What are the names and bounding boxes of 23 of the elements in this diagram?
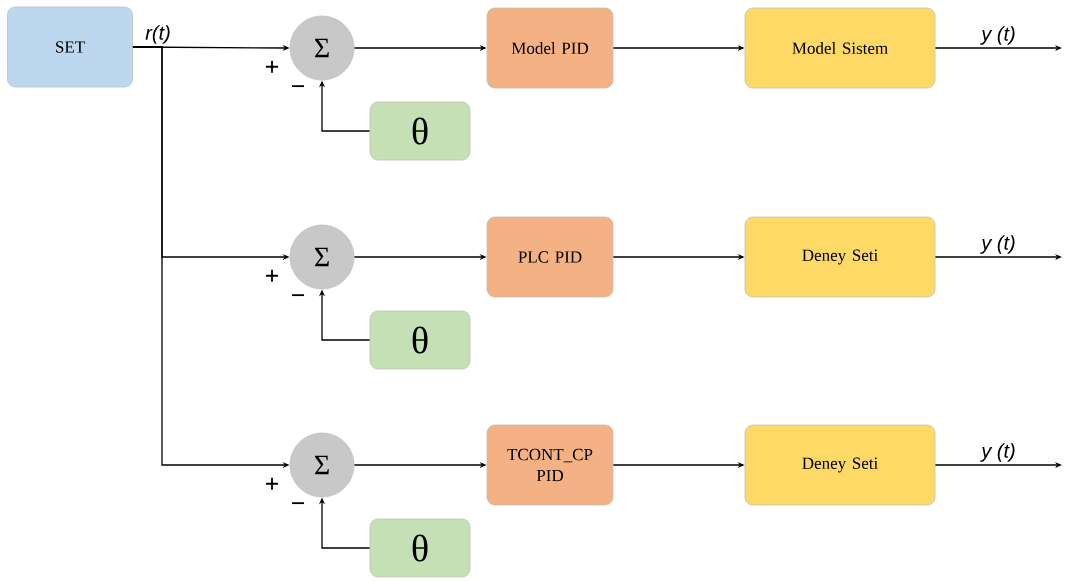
controller-box: TCONT_CP PID bbox=[486, 424, 614, 506]
parameter-box: θ bbox=[369, 518, 471, 578]
sign-label: − bbox=[291, 502, 305, 505]
sign-label: + bbox=[265, 269, 279, 282]
sign-label: − bbox=[291, 294, 305, 297]
edge-label: y (t) bbox=[980, 442, 1017, 463]
controller-box: Model PID bbox=[486, 7, 614, 89]
sign-label: − bbox=[291, 85, 305, 88]
plant-box: Model Sistem bbox=[744, 7, 936, 89]
parameter-box: θ bbox=[369, 101, 471, 161]
edge-label: y (t) bbox=[980, 234, 1017, 255]
summing-junction: Σ bbox=[289, 432, 355, 498]
sign-label: + bbox=[265, 477, 279, 490]
edge-label: r(t) bbox=[144, 24, 172, 45]
plant-box: Deney Seti bbox=[744, 216, 936, 298]
summing-junction: Σ bbox=[289, 224, 355, 290]
sign-label: + bbox=[265, 60, 279, 73]
plant-box: Deney Seti bbox=[744, 424, 936, 506]
controller-box: PLC PID bbox=[486, 216, 614, 298]
summing-junction: Σ bbox=[289, 15, 355, 81]
input-box: SET bbox=[7, 6, 133, 88]
parameter-box: θ bbox=[369, 310, 471, 370]
edge-label: y (t) bbox=[980, 25, 1017, 46]
